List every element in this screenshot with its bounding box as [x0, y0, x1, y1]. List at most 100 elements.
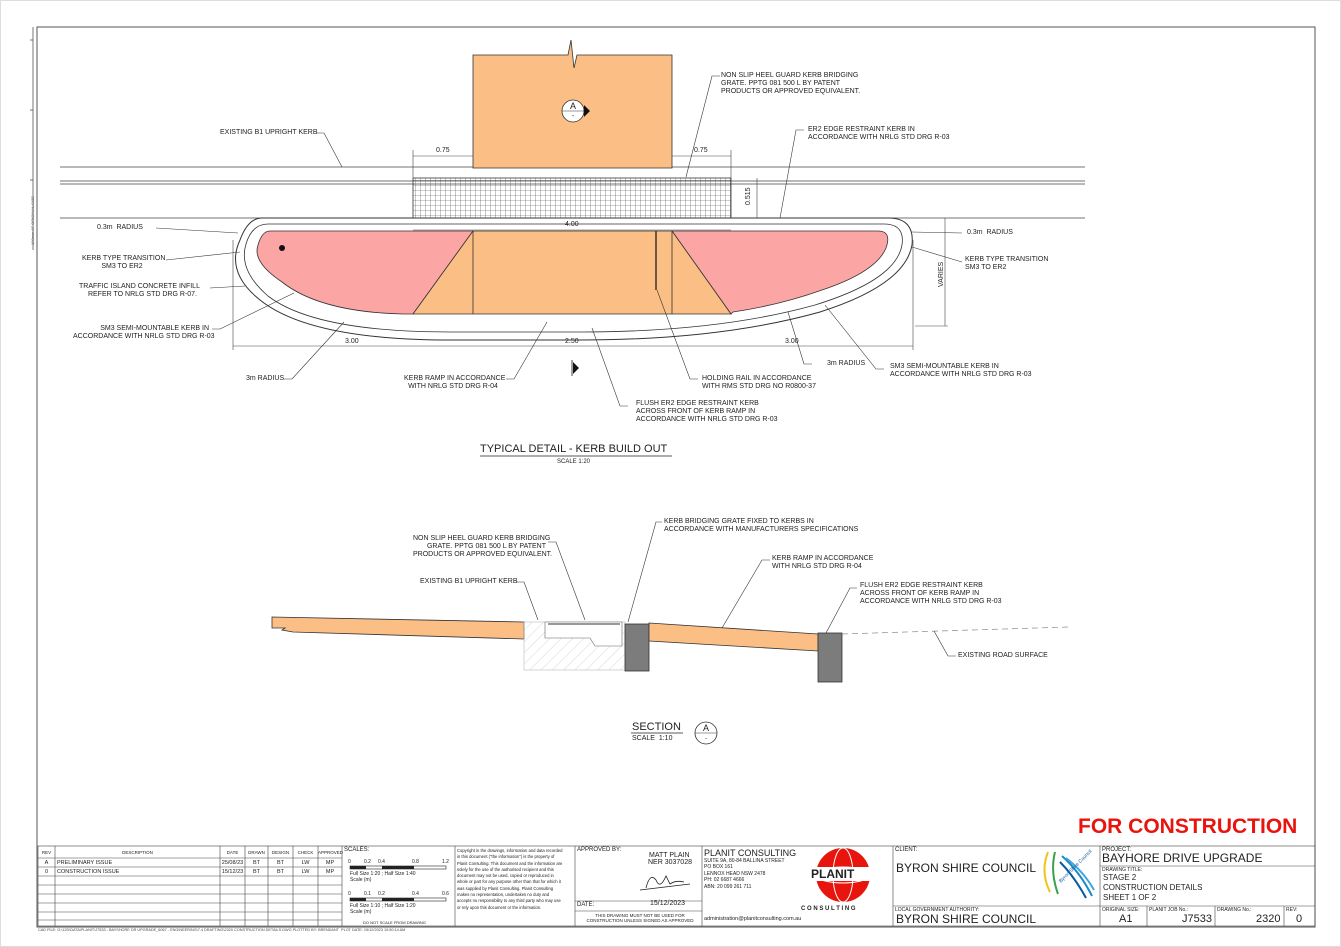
label-radius3-right: 3m RADIUS — [827, 360, 866, 367]
rev-header-3: DRAWN — [248, 850, 265, 855]
scale-bar-1-text: Full Size 1:20 ; Half Size 1:40 Scale (m… — [350, 871, 416, 883]
rev-header-2: DATE — [226, 850, 239, 855]
label-sm3-left: SM3 SEMI-MOUNTABLE KERB IN ACCORDANCE WI… — [73, 325, 215, 340]
for-construction-stamp: FOR CONSTRUCTION — [1078, 815, 1298, 838]
byron-logo — [1043, 851, 1095, 899]
cad-file-path: CAD FILE: G:\12D\DATA\PLANIT\J7533 - BAY… — [38, 928, 406, 932]
label-er2-edge: ER2 EDGE RESTRAINT KERB IN ACCORDANCE WI… — [808, 126, 950, 141]
scale-tick-label: 0.8 — [412, 859, 419, 865]
dim-400: 4.00 — [565, 221, 579, 228]
leader-lines — [155, 75, 963, 407]
company-address: SUITE 9A, 80-84 BALLINA STREET PO BOX 16… — [704, 858, 785, 890]
rev-label: REV: — [1286, 907, 1298, 913]
rev-cell: BT — [276, 869, 285, 875]
rev-header-6: APPROVED — [318, 850, 344, 855]
rev-cell: BT — [252, 860, 261, 866]
planit-logo — [808, 847, 878, 903]
dim-300-left: 3.00 — [345, 338, 359, 345]
rev-cell: MP — [325, 869, 335, 875]
scale-tick-label: 0 — [348, 891, 351, 897]
section-label-road: EXISTING ROAD SURFACE — [958, 652, 1048, 659]
job-number: J7533 — [1182, 913, 1212, 925]
rev-cell: 0 — [44, 869, 49, 875]
scale-tick-label: 0.1 — [364, 891, 371, 897]
drawing-no-label: DRAWING No.: — [1217, 907, 1252, 913]
scales-title: SCALES: — [344, 847, 370, 853]
section-road-surface — [841, 626, 1069, 635]
drawing-number: 2320 — [1256, 913, 1281, 925]
dim-075-left: 0.75 — [436, 147, 450, 154]
original-size-label: ORIGINAL SIZE: — [1102, 907, 1140, 913]
project-name: BAYHORE DRIVE UPGRADE — [1102, 851, 1263, 865]
section-label-existing-b1: EXISTING B1 UPRIGHT KERB — [420, 578, 518, 585]
section-marker-letter: A — [569, 101, 576, 111]
rev-header-4: DESIGN — [271, 850, 290, 855]
scale-tick-label: 0.4 — [378, 859, 385, 865]
infill-marker — [279, 245, 285, 251]
label-transition-left: KERB TYPE TRANSITION SM3 TO ER2 — [82, 255, 166, 270]
rev-cell: A — [44, 860, 49, 866]
lga-label: LOCAL GOVERNMENT AUTHORITY: — [895, 907, 980, 913]
section-label-grate-fixed: KERB BRIDGING GRATE FIXED TO KERBS IN AC… — [664, 518, 859, 533]
rev-header-0: REV — [41, 850, 52, 855]
client-label: CLIENT: — [895, 847, 918, 853]
rev-cell: PRELIMINARY ISSUE — [57, 860, 113, 866]
label-grate: NON SLIP HEEL GUARD KERB BRIDGING GRATE.… — [721, 72, 861, 95]
section-marker-sub: - — [571, 113, 575, 120]
label-flush-er2: FLUSH ER2 EDGE RESTRAINT KERB ACROSS FRO… — [636, 400, 778, 423]
section-arrow — [573, 362, 579, 374]
date-label: DATE: — [577, 902, 595, 908]
kerb-ramp — [412, 230, 732, 315]
scale-tick-label: 0.2 — [364, 859, 371, 865]
rev-cell: BT — [276, 860, 285, 866]
rev-header-1: DESCRIPTION — [122, 850, 153, 855]
section-existing-slab — [271, 616, 525, 640]
copyright-text: Copyright in the drawings, information a… — [457, 848, 563, 910]
scale-note: DO NOT SCALE FROM DRAWING — [363, 920, 426, 925]
label-holding-rail: HOLDING RAIL IN ACCORDANCE WITH RMS STD … — [702, 375, 816, 390]
planit-logo-word: PLANIT — [811, 867, 855, 881]
scale-tick-label: 0 — [348, 859, 351, 865]
label-radius3-left: 3m RADIUS — [246, 375, 285, 382]
company-name: PLANIT CONSULTING — [704, 848, 797, 858]
section-title: SECTION — [632, 721, 681, 733]
rev-cell: CONSTRUCTION ISSUE — [57, 869, 120, 875]
section-grate-recess — [544, 621, 623, 647]
scale-bar-2-text: Full Size 1:10 ; Half Size 1:20 Scale (m… — [350, 903, 416, 915]
rev-cell: LW — [301, 860, 310, 866]
approver-ner: NER 3037028 — [648, 859, 692, 866]
rev-number: 0 — [1296, 913, 1303, 925]
rev-header-5: CHECK — [297, 850, 314, 855]
original-size: A1 — [1119, 913, 1133, 925]
drawing-title-label: DRAWING TITLE: — [1102, 867, 1143, 873]
rev-cell: LW — [301, 869, 310, 875]
dim-075-right: 0.75 — [694, 147, 708, 154]
section-ramp — [648, 622, 819, 652]
drawing-title: STAGE 2 CONSTRUCTION DETAILS SHEET 1 OF … — [1103, 873, 1203, 902]
bridging-grate — [412, 177, 732, 219]
label-existing-b1: EXISTING B1 UPRIGHT KERB — [220, 129, 318, 136]
label-kerb-ramp: KERB RAMP IN ACCORDANCE WITH NRLG STD DR… — [404, 375, 506, 390]
section-label-flush-er2: FLUSH ER2 EDGE RESTRAINT KERB ACROSS FRO… — [860, 582, 1002, 605]
rev-cell: 15/12/23 — [221, 869, 244, 875]
rev-cell: 25/08/23 — [221, 860, 244, 866]
detail-scale: SCALE 1:20 — [557, 459, 591, 465]
client-name: BYRON SHIRE COUNCIL — [896, 861, 1037, 875]
approved-by-label: APPROVED BY: — [577, 847, 622, 853]
scale-tick-label: 1.2 — [442, 859, 449, 865]
dim-250: 2.50 — [565, 338, 579, 345]
dim-varies: VARIES — [938, 261, 945, 287]
label-traffic-island: TRAFFIC ISLAND CONCRETE INFILL REFER TO … — [79, 283, 200, 298]
scale-tick-label: 0.6 — [442, 891, 449, 897]
signature — [639, 875, 691, 891]
side-note: 100mm AT ORIGINAL SIZE — [30, 195, 35, 245]
lga-name: BYRON SHIRE COUNCIL — [896, 912, 1037, 926]
section-kerb-right — [817, 632, 843, 683]
section-scale: SCALE 1:10 — [632, 735, 673, 742]
dimension-lines — [232, 150, 948, 350]
section-label-kerb-ramp: KERB RAMP IN ACCORDANCE WITH NRLG STD DR… — [772, 555, 874, 570]
detail-title: TYPICAL DETAIL - KERB BUILD OUT — [480, 443, 668, 455]
section-tag-sub: - — [705, 736, 707, 742]
